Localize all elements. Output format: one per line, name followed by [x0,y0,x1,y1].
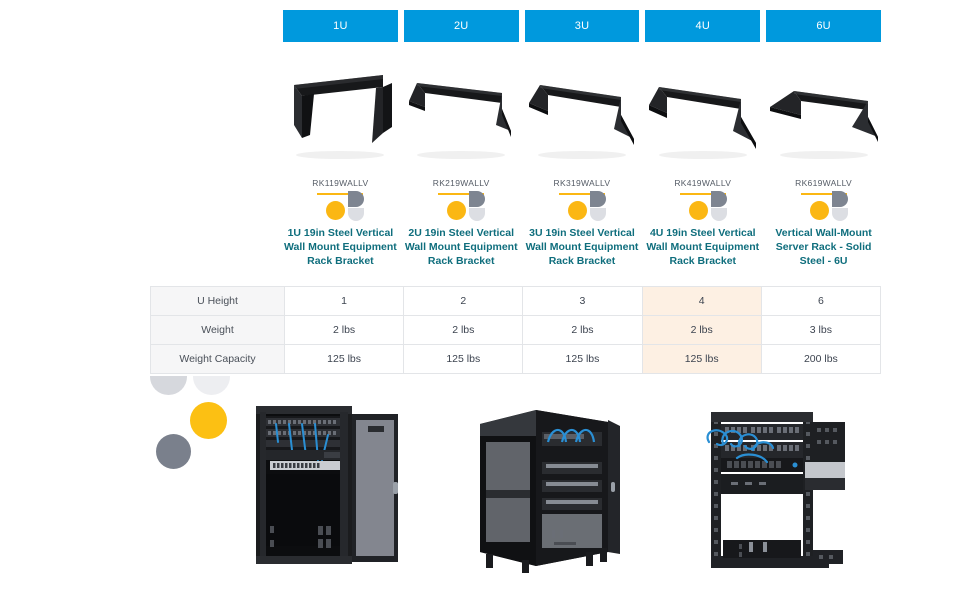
product-title-1u[interactable]: 1U 19in Steel Vertical Wall Mount Equipm… [284,227,397,267]
slate-circle-icon [156,434,191,469]
sku-label-2u: RK219WALLV [432,178,490,188]
spec-cell-u-height-4u: 4 [641,286,762,316]
spec-cell-u-height-1u: 1 [283,286,405,316]
sku-label-4u: RK419WALLV [674,178,732,188]
bracket-3u-image[interactable] [525,50,640,175]
yellow-circle-icon [326,201,346,220]
product-title-2u[interactable]: 2U 19in Steel Vertical Wall Mount Equipm… [404,227,518,267]
decorative-dot-motif [794,191,854,225]
gray-half-circle-icon [150,376,187,395]
product-column-1u: RK119WALLV 1U 19in Steel Vertical Wall M… [283,50,398,285]
yellow-circle-icon [190,402,227,439]
yellow-circle-icon [809,201,829,220]
wall-mount-cabinet-rack-photo[interactable] [248,398,408,573]
decorative-dot-motif [310,191,370,225]
gray-half-circle-icon [469,191,486,207]
sku-underline-accent [438,192,485,195]
tab-3u[interactable]: 3U [524,10,640,42]
spec-cell-weight-capacity-6u: 200 lbs [760,344,882,374]
light-gray-half-circle-icon [710,208,727,221]
light-gray-half-circle-icon [589,208,606,221]
decorative-dot-motif [673,191,733,225]
product-column-2u: RK219WALLV 2U 19in Steel Vertical Wall M… [404,50,519,285]
spec-cell-weight-3u: 2 lbs [522,315,643,345]
product-title-6u[interactable]: Vertical Wall-Mount Server Rack - Solid … [775,227,872,267]
spec-cell-weight-capacity-2u: 125 lbs [403,344,524,374]
gray-half-circle-icon [348,191,365,207]
product-column-6u: RK619WALLV Vertical Wall-Mount Server Ra… [766,50,881,285]
product-column-3u: RK319WALLV 3U 19in Steel Vertical Wall M… [525,50,640,285]
spec-cell-weight-2u: 2 lbs [403,315,524,345]
spec-row-label-weight: Weight [150,315,285,345]
table-row: U Height 1 2 3 4 6 [150,286,882,316]
specification-comparison-table: U Height 1 2 3 4 6 Weight 2 lbs 2 lbs 2 … [150,286,882,374]
product-title-3u[interactable]: 3U 19in Steel Vertical Wall Mount Equipm… [525,227,639,267]
table-row: Weight Capacity 125 lbs 125 lbs 125 lbs … [150,344,882,374]
table-row: Weight 2 lbs 2 lbs 2 lbs 2 lbs 3 lbs [150,315,882,345]
sku-underline-accent [800,192,847,195]
bracket-2u-image[interactable] [404,50,519,175]
product-column-4u: RK419WALLV 4U 19in Steel Vertical Wall M… [645,50,760,285]
spec-cell-weight-capacity-4u: 125 lbs [641,344,762,374]
bracket-6u-image[interactable] [766,50,881,175]
bracket-1u-image[interactable] [283,50,398,175]
gray-half-circle-icon [710,191,727,207]
sku-underline-accent [679,192,726,195]
spec-cell-weight-6u: 3 lbs [760,315,882,345]
floor-standing-server-rack-photo[interactable] [468,402,623,574]
tab-6u[interactable]: 6U [766,10,881,42]
unit-size-tab-bar: 1U 2U 3U 4U 6U [283,10,881,42]
spec-cell-u-height-6u: 6 [760,286,882,316]
spec-cell-weight-1u: 2 lbs [283,315,405,345]
yellow-circle-icon [567,201,587,220]
decorative-dot-motif [552,191,612,225]
spec-cell-weight-capacity-1u: 125 lbs [283,344,405,374]
product-title-4u[interactable]: 4U 19in Steel Vertical Wall Mount Equipm… [646,227,760,267]
yellow-circle-icon [447,201,467,220]
bracket-4u-image[interactable] [645,50,760,175]
sku-label-1u: RK119WALLV [312,178,369,188]
spec-row-label-weight-capacity: Weight Capacity [150,344,285,374]
yellow-circle-icon [688,201,708,220]
spec-cell-u-height-3u: 3 [522,286,643,316]
product-comparison-grid: RK119WALLV 1U 19in Steel Vertical Wall M… [283,50,881,285]
decorative-circle-cluster [148,374,253,474]
spec-row-label-u-height: U Height [150,286,285,316]
gray-half-circle-icon [831,191,848,207]
light-gray-half-circle-icon [831,208,848,221]
sku-underline-accent [317,192,364,195]
decorative-dot-motif [431,191,491,225]
sku-label-3u: RK319WALLV [553,178,611,188]
tab-4u[interactable]: 4U [645,10,761,42]
gray-half-circle-icon [589,191,606,207]
light-gray-half-circle-icon [469,208,486,221]
sku-underline-accent [558,192,605,195]
spec-cell-u-height-2u: 2 [403,286,524,316]
light-gray-half-circle-icon [193,376,230,395]
spec-cell-weight-capacity-3u: 125 lbs [522,344,643,374]
light-gray-half-circle-icon [348,208,365,221]
sku-label-6u: RK619WALLV [795,178,853,188]
tab-1u[interactable]: 1U [283,10,398,42]
open-frame-wall-mount-rack-photo[interactable] [693,400,853,578]
spec-cell-weight-4u: 2 lbs [641,315,762,345]
tab-2u[interactable]: 2U [403,10,519,42]
